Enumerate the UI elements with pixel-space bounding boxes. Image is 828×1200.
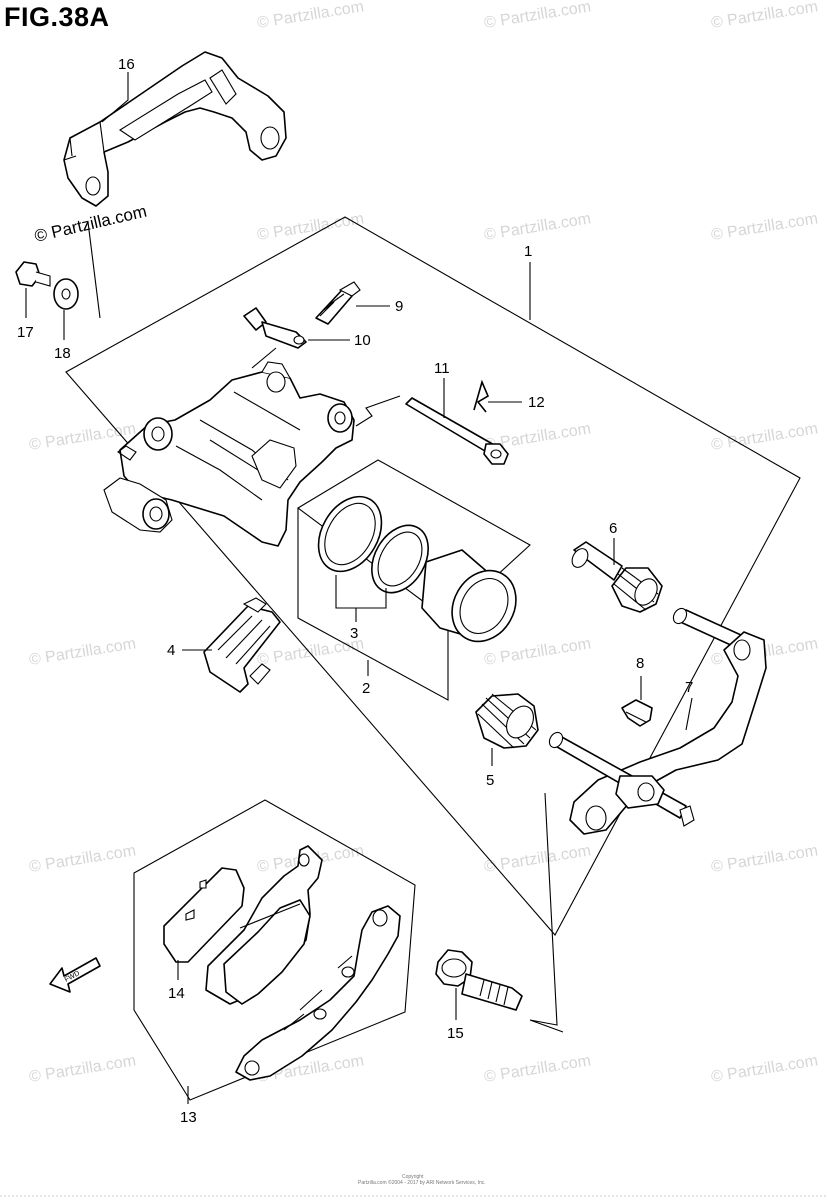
piston-seal-outer[interactable] xyxy=(306,485,394,582)
watermark: © Partzilla.com xyxy=(710,420,819,454)
watermark: © Partzilla.com xyxy=(483,1052,592,1086)
caliper-mounting-bolt[interactable] xyxy=(435,949,523,1011)
watermark: © Partzilla.com xyxy=(710,210,819,244)
brake-pad-outer[interactable] xyxy=(205,845,323,1005)
pin-connect-line xyxy=(355,395,401,427)
callout-4: 4 xyxy=(167,642,175,659)
leader-7 xyxy=(685,697,693,731)
watermark: © Partzilla.com xyxy=(28,635,137,669)
callout-14: 14 xyxy=(168,985,185,1002)
piston-boot[interactable] xyxy=(475,693,539,749)
footer-copyright-detail: Partzilla.com ©2004 - 2017 by ARI Networ… xyxy=(358,1179,486,1186)
holder-clip[interactable] xyxy=(621,699,653,727)
bleeder-screw[interactable] xyxy=(315,281,361,325)
caliper-bracket[interactable] xyxy=(63,51,287,207)
pad-spring[interactable] xyxy=(203,597,281,693)
watermark: © Partzilla.com xyxy=(710,0,819,32)
assembly-1-frame-tail xyxy=(529,792,564,1033)
watermark: © Partzilla.com xyxy=(28,842,137,876)
leader-3-bracket xyxy=(335,575,387,609)
caliper-holder[interactable] xyxy=(547,606,767,835)
piston-kit-frame-side xyxy=(297,508,449,701)
callout-5: 5 xyxy=(486,772,494,789)
watermark: © Partzilla.com xyxy=(710,842,819,876)
brake-pad-inner[interactable] xyxy=(163,867,245,963)
figure-title: FIG.38A xyxy=(4,2,110,32)
watermark: © Partzilla.com xyxy=(256,0,365,32)
callout-15: 15 xyxy=(447,1025,464,1042)
watermark: © Partzilla.com xyxy=(483,210,592,244)
leader-16 xyxy=(101,72,129,123)
pad-set-frame xyxy=(133,799,416,1101)
cap-connect-line xyxy=(251,347,277,369)
pin-clip[interactable] xyxy=(473,379,490,413)
caliper-body[interactable] xyxy=(103,361,355,547)
assembly-1-frame xyxy=(65,216,801,936)
forward-direction-arrow: FWD xyxy=(49,957,101,993)
callout-16: 16 xyxy=(118,56,135,73)
slide-pin-boot[interactable] xyxy=(569,541,663,613)
watermark: © Partzilla.com xyxy=(710,1052,819,1086)
bleeder-cap[interactable] xyxy=(243,307,307,349)
watermark: © Partzilla.com xyxy=(256,210,365,244)
callout-9: 9 xyxy=(395,298,403,315)
callout-8: 8 xyxy=(636,655,644,672)
bracket-bolt[interactable] xyxy=(15,261,51,287)
callout-18: 18 xyxy=(54,345,71,362)
callout-6: 6 xyxy=(609,520,617,537)
callout-11: 11 xyxy=(434,360,450,377)
callout-17: 17 xyxy=(17,324,34,341)
callout-1: 1 xyxy=(524,243,532,260)
pad-pin[interactable] xyxy=(405,397,509,465)
footer-copyright: Copyright xyxy=(402,1174,424,1180)
watermark: © Partzilla.com xyxy=(483,635,592,669)
callout-7: 7 xyxy=(685,679,693,696)
callout-3: 3 xyxy=(350,625,358,642)
watermark: © Partzilla.com xyxy=(28,1052,137,1086)
caliper-piston[interactable] xyxy=(421,549,528,653)
callout-13: 13 xyxy=(180,1109,197,1126)
callout-2: 2 xyxy=(362,680,370,697)
callout-10: 10 xyxy=(354,332,371,349)
piston-seal-inner[interactable] xyxy=(360,515,439,602)
watermark: © Partzilla.com xyxy=(256,635,365,669)
watermark: © Partzilla.com xyxy=(483,0,592,32)
bracket-bolt-line xyxy=(87,221,101,319)
callout-12: 12 xyxy=(528,394,545,411)
brake-pad-shim[interactable] xyxy=(235,905,401,1081)
bracket-washer[interactable] xyxy=(53,278,79,310)
